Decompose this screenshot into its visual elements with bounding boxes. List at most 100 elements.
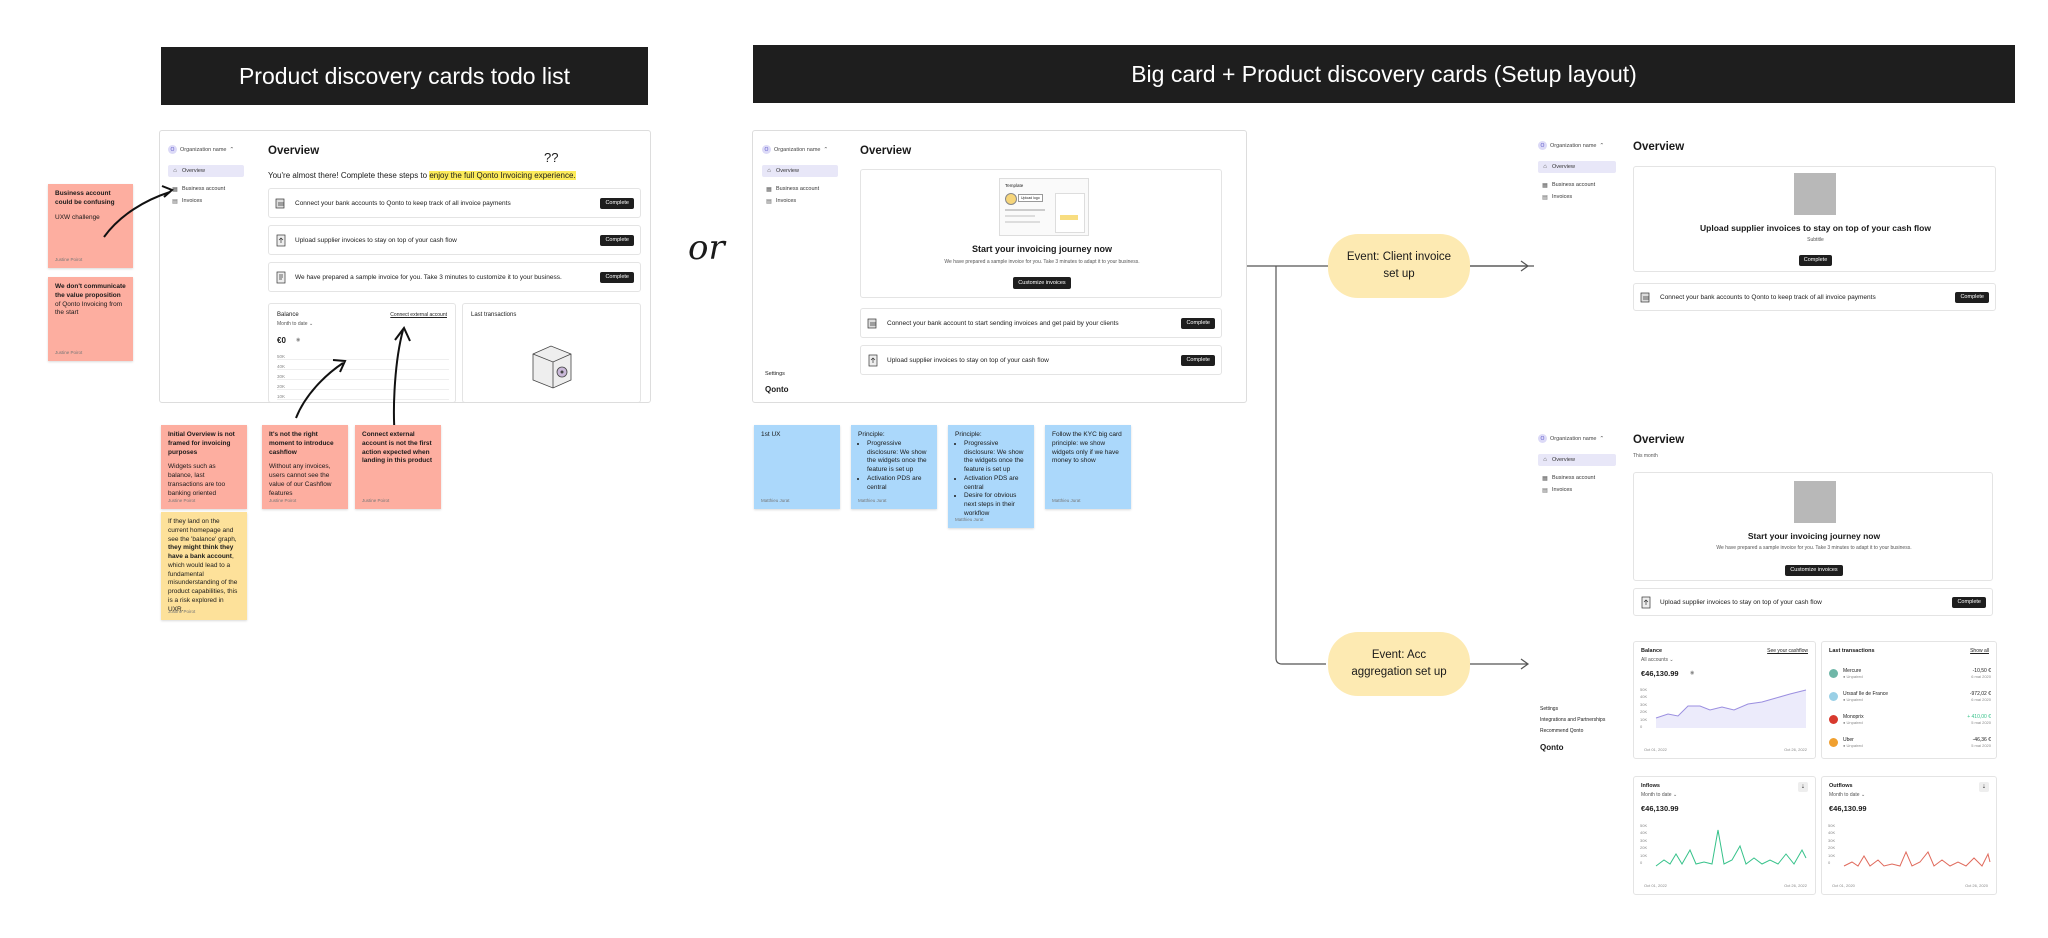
org-switcher[interactable]: O Organization name ⌃ bbox=[1538, 434, 1604, 443]
y-tick: 20K bbox=[1640, 845, 1648, 851]
sticky-note[interactable]: 1st UX Matthieu Jurat bbox=[754, 425, 840, 509]
sidebar-item-overview[interactable]: ⌂Overview bbox=[1538, 454, 1616, 466]
task-card[interactable]: Upload supplier invoices to stay on top … bbox=[268, 225, 641, 255]
complete-button[interactable]: Complete bbox=[1955, 291, 1989, 303]
sidebar-item-invoices[interactable]: ▤Invoices bbox=[762, 195, 838, 207]
transaction-row[interactable]: Uber● Unpaired -46,36 €5 mai 2020 bbox=[1829, 731, 1991, 754]
sidebar-settings[interactable]: Settings bbox=[765, 371, 785, 377]
sidebar-item-invoices[interactable]: ▤Invoices bbox=[168, 195, 244, 207]
sticky-title: It's not the right moment to introduce c… bbox=[269, 431, 334, 456]
image-placeholder bbox=[1794, 173, 1836, 215]
complete-button[interactable]: Complete bbox=[1798, 254, 1833, 266]
task-card[interactable]: Upload supplier invoices to stay on top … bbox=[860, 345, 1222, 375]
complete-button[interactable]: Complete bbox=[1181, 354, 1215, 366]
or-label: or bbox=[688, 228, 725, 268]
show-all-link[interactable]: Show all bbox=[1970, 648, 1989, 654]
document-icon: ▤ bbox=[1542, 194, 1548, 201]
sticky-bullet: Progressive disclosure: We show the widg… bbox=[964, 440, 1027, 475]
merchant-name: Monoprix bbox=[1843, 714, 1864, 720]
outflows-filter[interactable]: Month to date ⌄ bbox=[1829, 792, 1865, 798]
sidebar-integrations[interactable]: Integrations and Partnerships bbox=[1540, 717, 1606, 723]
y-tick: 20K bbox=[1828, 845, 1836, 851]
task-card[interactable]: Upload supplier invoices to stay on top … bbox=[1633, 588, 1993, 616]
sticky-title: Initial Overview is not framed for invoi… bbox=[168, 431, 235, 456]
complete-button[interactable]: Complete bbox=[600, 271, 634, 283]
sidebar-item-business-account[interactable]: ▦Business account bbox=[762, 183, 838, 195]
sidebar-item-overview[interactable]: ⌂Overview bbox=[762, 165, 838, 177]
org-switcher[interactable]: O Organization name ⌃ bbox=[1538, 141, 1604, 150]
transaction-date: 5 mai 2020 bbox=[1971, 743, 1991, 748]
y-tick: 0 bbox=[1640, 724, 1643, 730]
big-card-subtitle: We have prepared a sample invoice for yo… bbox=[1716, 545, 1912, 551]
sidebar-item-invoices[interactable]: ▤Invoices bbox=[1538, 484, 1616, 496]
inflows-filter[interactable]: Month to date ⌄ bbox=[1641, 792, 1677, 798]
org-switcher[interactable]: O Organization name ⌃ bbox=[762, 145, 828, 154]
transaction-row[interactable]: Urssaf Ile de France● Unpaired -972,02 €… bbox=[1829, 685, 1991, 708]
balance-filter[interactable]: Month to date ⌄ bbox=[277, 321, 313, 327]
event-label: Event: Client invoice set up bbox=[1346, 251, 1452, 280]
y-tick: 30K bbox=[277, 374, 449, 380]
sidebar-item-business-account[interactable]: ▦Business account bbox=[1538, 179, 1616, 191]
sidebar-item-invoices[interactable]: ▤Invoices bbox=[1538, 191, 1616, 203]
sticky-author: Justine Poirot bbox=[55, 349, 83, 355]
sticky-author: Justine Poirot bbox=[269, 497, 297, 503]
sticky-note[interactable]: Follow the KYC big card principle: we sh… bbox=[1045, 425, 1131, 509]
complete-button[interactable]: Complete bbox=[600, 197, 634, 209]
sticky-note[interactable]: Business account could be confusing UXW … bbox=[48, 184, 133, 268]
y-tick: 40K bbox=[1640, 694, 1648, 700]
task-card[interactable]: Connect your bank accounts to Qonto to k… bbox=[268, 188, 641, 218]
task-card[interactable]: Connect your bank accounts to Qonto to k… bbox=[1633, 283, 1996, 311]
transaction-tag: Unpaired bbox=[1846, 743, 1863, 748]
complete-button[interactable]: Complete bbox=[600, 234, 634, 246]
y-tick: 40K bbox=[277, 364, 449, 370]
export-icon[interactable]: ⇣ bbox=[1979, 782, 1989, 792]
org-avatar: O bbox=[1538, 434, 1547, 443]
task-card[interactable]: Connect your bank account to start sendi… bbox=[860, 308, 1222, 338]
sticky-bullet: Desire for obvious next steps in their w… bbox=[964, 492, 1027, 518]
sticky-bullet: Progressive disclosure: We show the widg… bbox=[867, 440, 930, 475]
image-placeholder bbox=[1794, 481, 1836, 523]
sticky-note[interactable]: Principle: Progressive disclosure: We sh… bbox=[851, 425, 937, 509]
task-card[interactable]: We have prepared a sample invoice for yo… bbox=[268, 262, 641, 292]
sidebar-item-business-account[interactable]: ▦Business account bbox=[1538, 472, 1616, 484]
org-switcher[interactable]: O Organization name ⌃ bbox=[168, 145, 234, 154]
sidebar-item-business-account[interactable]: ▦Business account bbox=[168, 183, 244, 195]
complete-button[interactable]: Complete bbox=[1952, 596, 1986, 608]
filter-label: All accounts bbox=[1641, 657, 1668, 663]
brand-logo: Qonto bbox=[1540, 743, 1564, 752]
sticky-note[interactable]: Principle: Progressive disclosure: We sh… bbox=[948, 425, 1034, 528]
transaction-row[interactable]: Monoprix● Unpaired + 410,00 €5 mai 2020 bbox=[1829, 708, 1991, 731]
balance-filter[interactable]: All accounts ⌄ bbox=[1641, 657, 1674, 663]
transaction-date: 6 mai 2020 bbox=[1971, 674, 1991, 679]
transaction-row[interactable]: Mercure● Unpaired -10,50 €6 mai 2020 bbox=[1829, 662, 1991, 685]
page-title: Overview bbox=[1633, 141, 1685, 153]
see-cashflow-link[interactable]: See your cashflow bbox=[1767, 648, 1808, 654]
y-axis: 50K 40K 30K 20K 10K 0 bbox=[1640, 822, 1647, 866]
filter-label: Month to date bbox=[277, 321, 308, 327]
upload-invoice-icon bbox=[1640, 595, 1652, 609]
customize-invoices-button[interactable]: Customize invoices bbox=[1785, 564, 1843, 576]
event-client-invoice: Event: Client invoice set up bbox=[1328, 234, 1470, 298]
sticky-note[interactable]: Initial Overview is not framed for invoi… bbox=[161, 425, 247, 509]
safe-icon bbox=[532, 345, 572, 389]
sticky-note[interactable]: We don't communicate the value propositi… bbox=[48, 277, 133, 361]
transactions-list: Mercure● Unpaired -10,50 €6 mai 2020 Urs… bbox=[1829, 662, 1991, 754]
transaction-amount: -10,50 € bbox=[1972, 668, 1991, 674]
customize-invoices-button[interactable]: Customize invoices bbox=[1013, 277, 1071, 289]
sidebar-item-overview[interactable]: ⌂Overview bbox=[1538, 161, 1616, 173]
connect-external-account-link[interactable]: Connect external account bbox=[390, 312, 447, 318]
export-icon[interactable]: ⇣ bbox=[1798, 782, 1808, 792]
sticky-note[interactable]: It's not the right moment to introduce c… bbox=[262, 425, 348, 509]
inflows-label: Inflows bbox=[1641, 783, 1660, 789]
grid-icon: ▦ bbox=[172, 186, 178, 193]
sidebar-settings[interactable]: Settings bbox=[1540, 706, 1559, 712]
transaction-amount: -972,02 € bbox=[1969, 691, 1991, 697]
complete-button[interactable]: Complete bbox=[1181, 317, 1215, 329]
sidebar-item-label: Overview bbox=[776, 168, 799, 174]
sidebar-recommend[interactable]: Recommend Qonto bbox=[1540, 728, 1584, 734]
sticky-note[interactable]: If they land on the current homepage and… bbox=[161, 512, 247, 620]
big-card-title: Start your invoicing journey now bbox=[971, 244, 1112, 254]
sidebar-item-overview[interactable]: ⌂Overview bbox=[168, 165, 244, 177]
bank-connect-icon bbox=[1640, 290, 1652, 304]
sticky-note[interactable]: Connect external account is not the firs… bbox=[355, 425, 441, 509]
